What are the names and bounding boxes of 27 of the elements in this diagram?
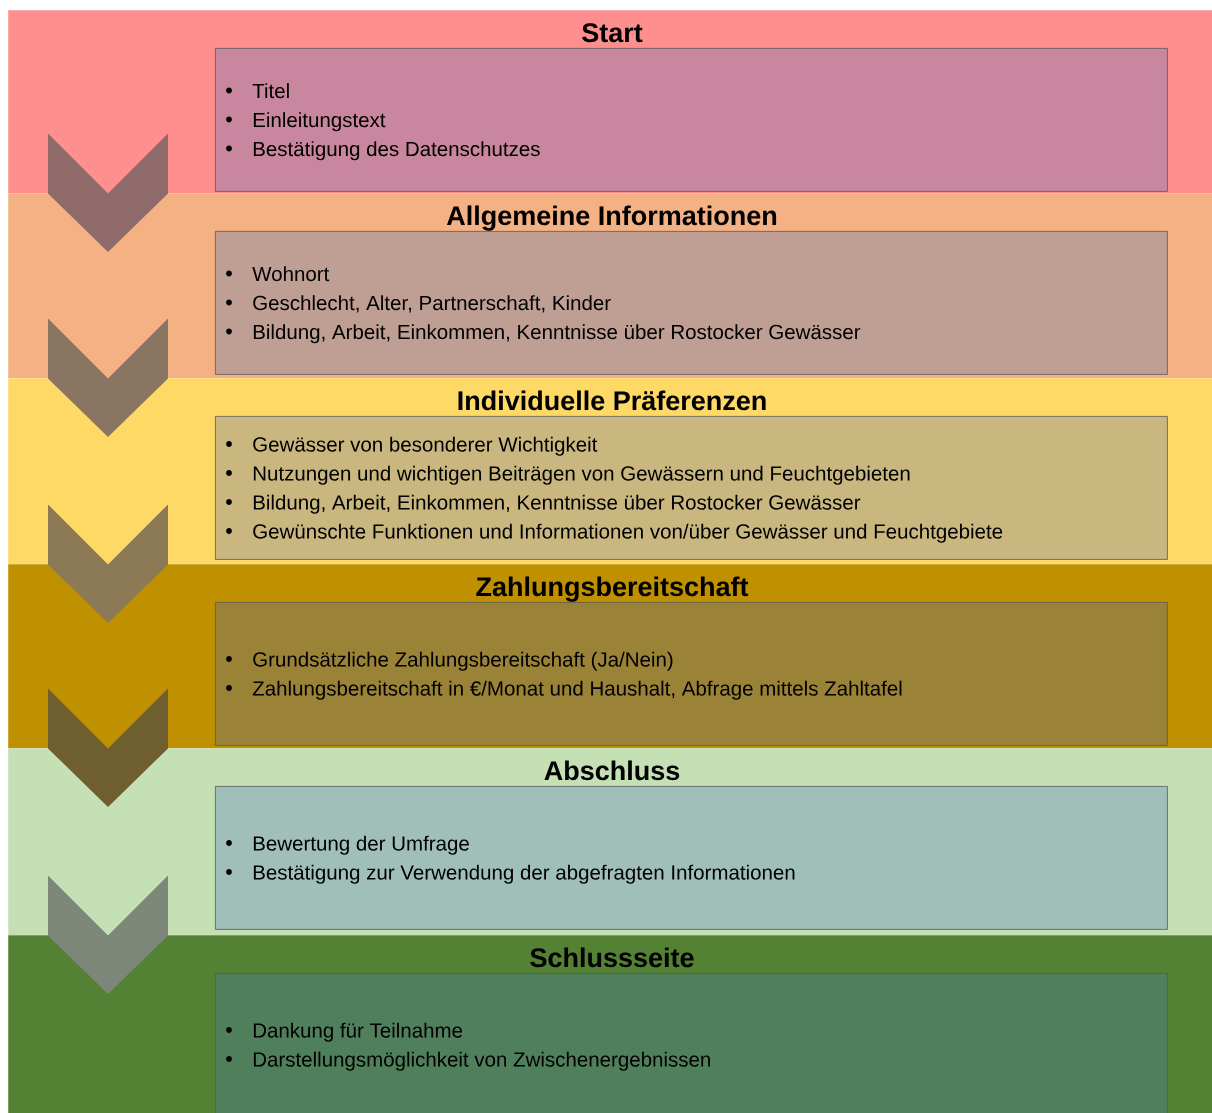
list-item: Wohnort xyxy=(252,266,330,282)
list-item: Einleitungstext xyxy=(253,112,386,132)
content-box xyxy=(215,231,1168,375)
list-item: Bildung, Arbeit, Einkommen, Kenntnisse über Rostocker Gewässer xyxy=(253,324,861,344)
chevron-arrow xyxy=(48,875,168,994)
list-item: Nutzungen und wichtigen Beiträgen von Gewässern und Feuchtgebieten xyxy=(253,465,910,485)
list-item: Grundsätzliche Zahlungsbereitschaft (Ja/Nein) xyxy=(253,651,673,671)
chevron-arrow xyxy=(48,688,168,807)
content-box xyxy=(215,973,1168,1113)
list-item: Titel xyxy=(252,83,289,99)
list-item: Dankung für Teilnahme xyxy=(253,1022,463,1042)
list-item: Gewünschte Funktionen und Informationen von/über Gewässer und Feuchtgebiete xyxy=(253,523,1003,543)
list-item: Bestätigung zur Verwendung der abgefragten Informationen xyxy=(253,864,795,884)
content-box xyxy=(215,602,1168,746)
list-item: Geschlecht, Alter, Partnerschaft, Kinder xyxy=(253,295,611,313)
content-box xyxy=(215,786,1168,930)
list-item: Bildung, Arbeit, Einkommen, Kenntnisse über Rostocker Gewässer xyxy=(253,494,861,514)
list-item: Gewässer von besonderer Wichtigkeit xyxy=(253,436,598,456)
list-item: Zahlungsbereitschaft in €/Monat und Haushalt, Abfrage mittels Zahltafel xyxy=(252,680,902,700)
chevron-arrow xyxy=(48,504,168,623)
content-box xyxy=(215,416,1168,560)
list-item: Darstellungsmöglichkeit von Zwischenergebnissen xyxy=(253,1051,710,1071)
list-item: Bewertung der Umfrage xyxy=(253,835,469,855)
chevron-arrow xyxy=(48,133,168,252)
chevron-arrow xyxy=(48,318,168,437)
content-box xyxy=(215,48,1168,192)
list-item: Bestätigung des Datenschutzes xyxy=(253,141,540,161)
